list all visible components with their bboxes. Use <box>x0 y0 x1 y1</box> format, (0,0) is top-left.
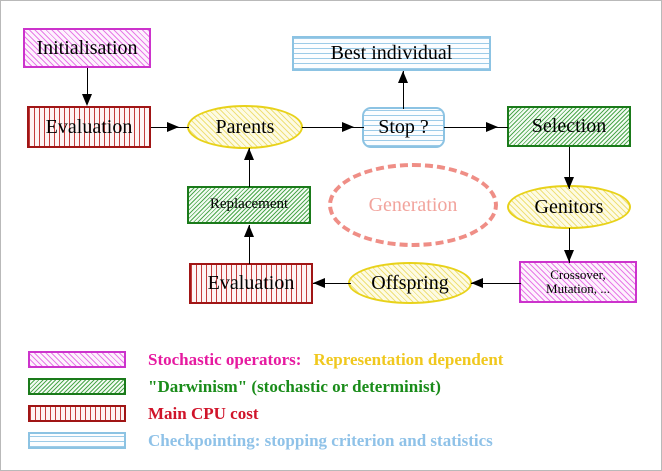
node-replacement-label: Replacement <box>209 196 289 213</box>
edge-offspring-to-evaluation <box>313 283 351 284</box>
edge-crossover-to-offspring <box>471 283 521 284</box>
legend-label-cpu: Main CPU cost <box>148 404 258 424</box>
node-stop[interactable]: Stop ? <box>362 107 445 148</box>
node-genitors[interactable]: Genitors <box>507 185 631 229</box>
legend-swatch-darwinism-icon <box>28 378 126 395</box>
arrowhead-stop-to-selection <box>486 122 498 132</box>
legend-swatch-stochastic-icon <box>28 351 126 368</box>
arrowhead-selection-to-genitors <box>564 177 574 189</box>
arrowhead-offspring-to-evaluation <box>313 278 325 288</box>
legend-label-stochastic: Stochastic operators: Representation depe… <box>148 350 503 370</box>
node-crossover-mutation-label: Crossover, Mutation, ... <box>546 267 610 296</box>
arrowhead-genitors-to-crossover <box>564 250 574 262</box>
node-selection-label: Selection <box>531 115 607 137</box>
generation-loop-marker: Generation <box>328 163 498 247</box>
legend-label-representation-text: Representation dependent <box>313 349 504 369</box>
node-offspring[interactable]: Offspring <box>348 262 472 304</box>
arrowhead-replacement-to-parents <box>244 148 254 160</box>
arrowhead-evaluation-to-parents <box>167 122 179 132</box>
node-offspring-label: Offspring <box>371 271 449 294</box>
legend-label-checkpointing-text: Checkpointing: stopping criterion and st… <box>148 430 493 450</box>
node-parents[interactable]: Parents <box>187 105 303 149</box>
node-best-individual-label: Best individual <box>330 42 453 64</box>
edge-parents-to-stop <box>302 127 364 128</box>
legend: Stochastic operators: Representation depe… <box>28 349 503 457</box>
legend-label-stochastic-text: Stochastic operators: <box>148 349 302 369</box>
node-crossover-mutation[interactable]: Crossover, Mutation, ... <box>519 261 637 303</box>
node-stop-label: Stop ? <box>378 116 429 138</box>
legend-row-darwinism: "Darwinism" (stochastic or determinist) <box>28 376 503 397</box>
node-best-individual[interactable]: Best individual <box>292 36 491 71</box>
edge-stop-to-selection <box>444 127 508 128</box>
legend-swatch-cpu-icon <box>28 405 126 422</box>
legend-label-checkpointing: Checkpointing: stopping criterion and st… <box>148 431 493 451</box>
generation-label: Generation <box>368 193 458 216</box>
arrowhead-evaluation-to-replacement <box>244 225 254 237</box>
node-evaluation-top-label: Evaluation <box>45 115 133 138</box>
node-initialisation[interactable]: Initialisation <box>23 28 151 68</box>
node-initialisation-label: Initialisation <box>36 36 138 59</box>
arrowhead-crossover-to-offspring <box>471 278 483 288</box>
legend-row-cpu: Main CPU cost <box>28 403 503 424</box>
legend-row-stochastic: Stochastic operators: Representation depe… <box>28 349 503 370</box>
legend-label-darwinism: "Darwinism" (stochastic or determinist) <box>148 377 441 397</box>
edge-evaluation-to-replacement <box>249 225 250 264</box>
node-evaluation-top[interactable]: Evaluation <box>27 106 151 148</box>
node-evaluation-bottom[interactable]: Evaluation <box>189 263 313 304</box>
legend-label-cpu-text: Main CPU cost <box>148 403 259 423</box>
node-selection[interactable]: Selection <box>507 106 631 147</box>
node-parents-label: Parents <box>215 115 275 138</box>
node-replacement[interactable]: Replacement <box>187 186 311 224</box>
edge-selection-to-genitors <box>569 147 570 189</box>
edge-stop-to-best-individual <box>403 71 404 109</box>
node-evaluation-bottom-label: Evaluation <box>207 272 295 294</box>
arrowhead-stop-to-best-individual <box>398 71 408 83</box>
edge-initialisation-to-evaluation <box>87 68 88 102</box>
arrowhead-parents-to-stop <box>342 122 354 132</box>
legend-row-checkpointing: Checkpointing: stopping criterion and st… <box>28 430 503 451</box>
edge-genitors-to-crossover <box>569 228 570 263</box>
edge-replacement-to-parents <box>249 148 250 187</box>
legend-label-darwinism-text: "Darwinism" (stochastic or determinist) <box>148 376 441 396</box>
legend-swatch-checkpointing-icon <box>28 432 126 449</box>
arrowhead-initialisation-to-evaluation <box>82 94 92 106</box>
node-genitors-label: Genitors <box>534 195 604 218</box>
